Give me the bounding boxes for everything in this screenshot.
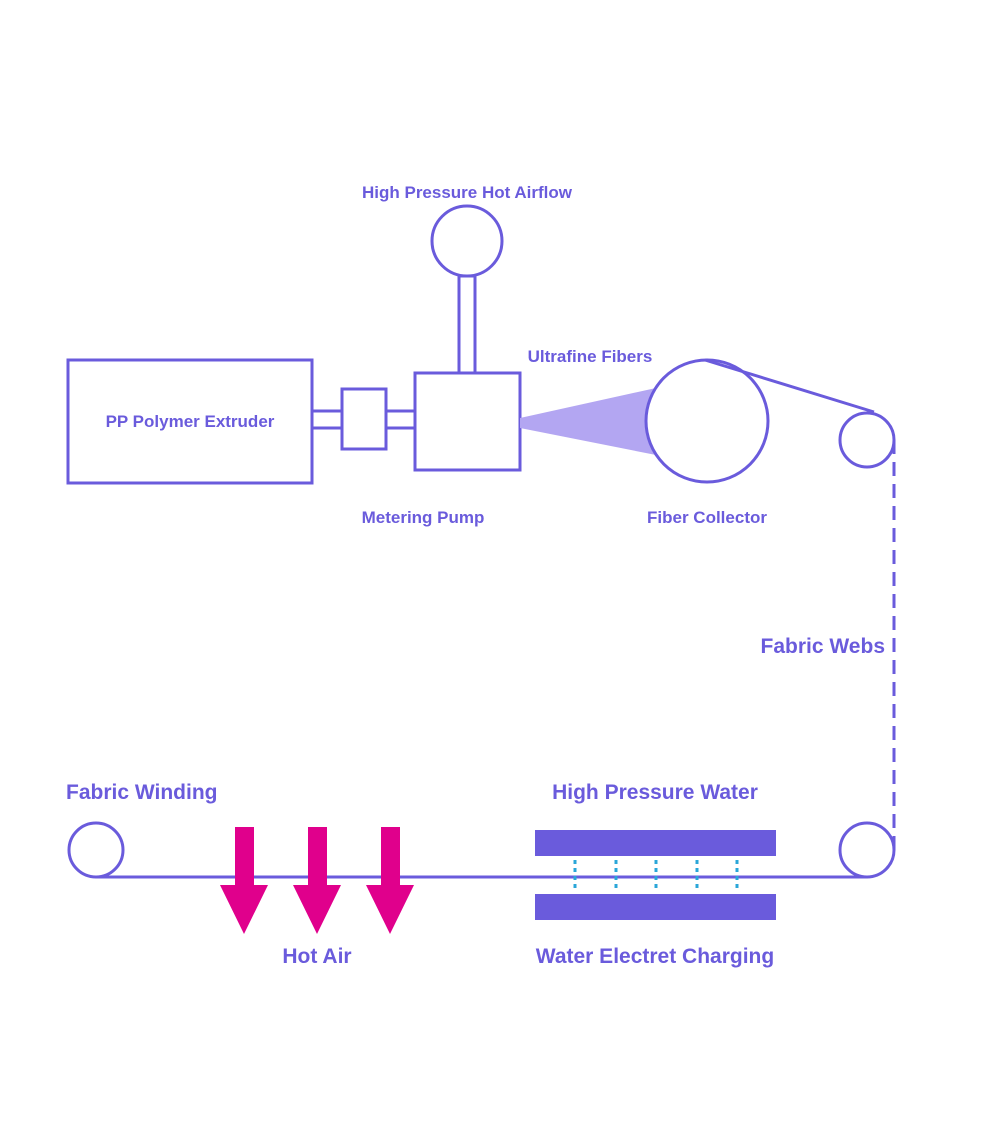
water-plate-top [535, 830, 776, 856]
fiber-spray [520, 388, 656, 455]
airflow-label: High Pressure Hot Airflow [362, 183, 573, 202]
hot-air-arrows [220, 827, 414, 934]
water-electret-label: Water Electret Charging [536, 945, 774, 968]
hot-air-arrow [220, 827, 268, 934]
winding-roller [67, 821, 125, 879]
hot-air-arrow [293, 827, 341, 934]
metering-pump-label: Metering Pump [362, 508, 485, 527]
web-belt-line [704, 358, 875, 414]
fiber-collector-label: Fiber Collector [647, 508, 767, 527]
top-guide-roller [838, 411, 896, 469]
fibers-label: Ultrafine Fibers [528, 347, 653, 366]
water-plate-bottom [535, 894, 776, 920]
fiber-collector-drum [644, 358, 770, 484]
pump-pipe [384, 409, 417, 430]
bottom-right-roller [838, 821, 896, 879]
high-pressure-water-label: High Pressure Water [552, 781, 758, 804]
extruder-label: PP Polymer Extruder [106, 412, 275, 431]
water-spray-dots [573, 860, 739, 892]
hot-air-label: Hot Air [282, 945, 351, 968]
airflow-source-circle [430, 204, 504, 278]
airflow-pipe [457, 274, 477, 375]
metering-pump-box [413, 371, 522, 472]
coupler-box [340, 387, 388, 451]
fabric-winding-label: Fabric Winding [66, 781, 217, 804]
extruder-pipe [310, 409, 344, 430]
fabric-webs-label: Fabric Webs [761, 635, 885, 658]
hot-air-arrow [366, 827, 414, 934]
